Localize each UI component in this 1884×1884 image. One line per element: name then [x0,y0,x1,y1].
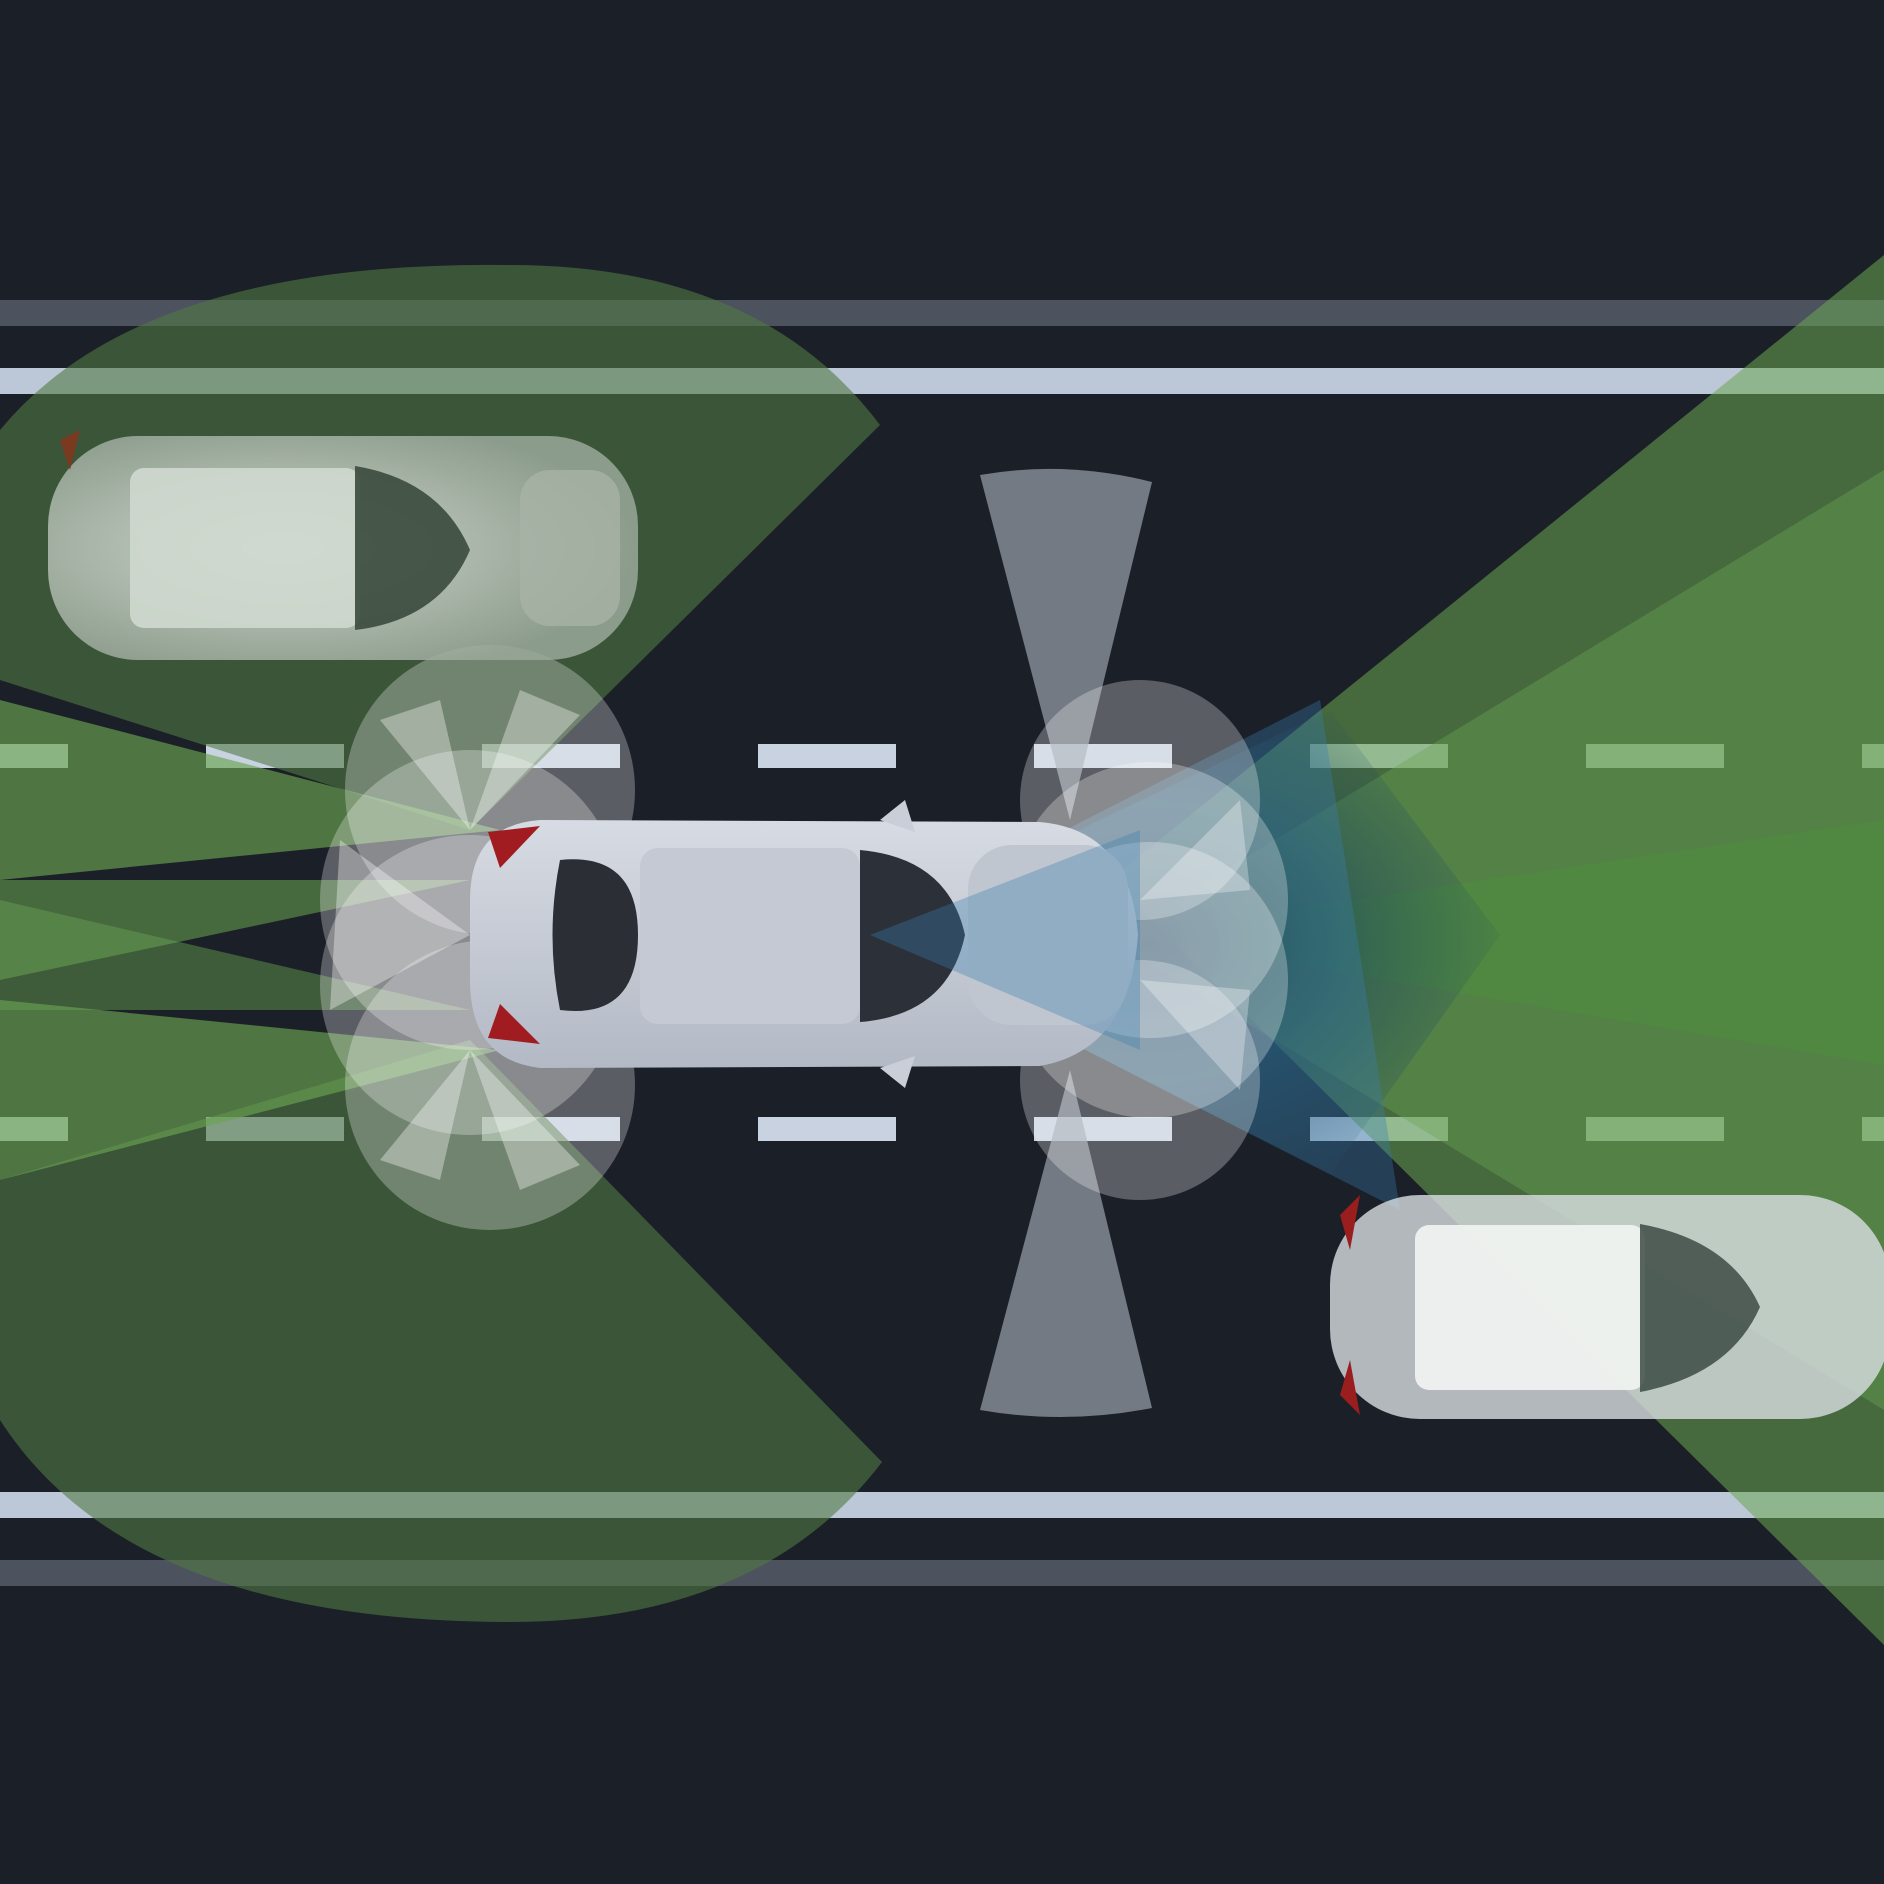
side-camera-top [980,468,1152,820]
front-camera-cone [860,710,1500,1175]
ego-rear-window [552,859,638,1012]
ego-mirror-bottom [880,1056,915,1088]
rear-beam-mid-up [0,880,470,980]
rear-beam-lower [0,1000,500,1180]
lane-dash [758,1117,896,1141]
ego-hood [968,845,1128,1025]
ego-roof [640,848,860,1024]
ego-tail-light-right [488,1004,540,1044]
rear-beam-upper [0,700,500,880]
ego-front-camera-overlay [870,830,1140,1050]
rear-beam-mid-down [0,900,470,1010]
other-vehicle-left-lane [48,430,638,660]
ego-windshield [860,850,965,1022]
ego-tail-light-left [488,826,540,868]
rear-radar-zone-right [0,1040,882,1622]
side-camera-bottom [980,1070,1152,1418]
ego-vehicle [470,800,1138,1088]
ego-mirror-top [880,800,915,832]
front-radar-narrow [1120,820,1884,1065]
other-vehicle-right-lane [1330,1195,1884,1419]
lane-dash [758,744,896,768]
